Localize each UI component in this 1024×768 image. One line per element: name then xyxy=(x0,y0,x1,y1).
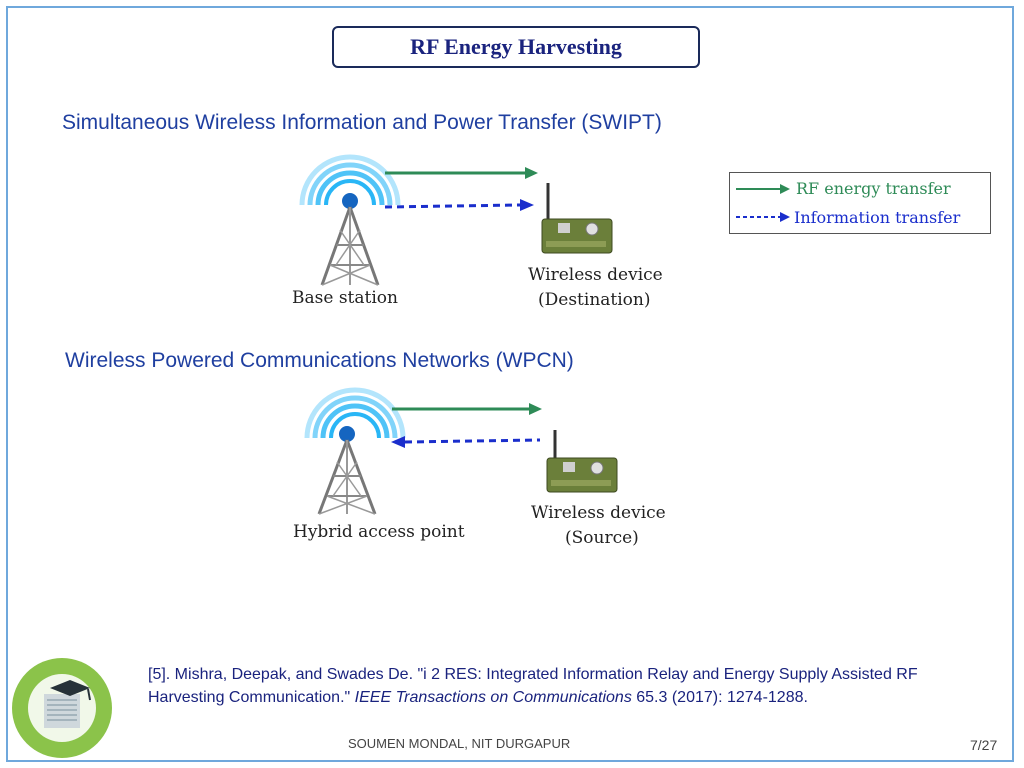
wireless-device-icon xyxy=(546,430,618,493)
slide-footer: SOUMEN MONDAL, NIT DURGAPUR xyxy=(348,736,571,751)
reference-text-1: [5]. Mishra, Deepak, and Swades De. "i 2… xyxy=(148,666,918,706)
rf-energy-arrow xyxy=(392,403,542,415)
page-number: 7/27 xyxy=(970,737,998,753)
legend-info-label: Information transfer xyxy=(794,208,961,227)
legend-info-arrow xyxy=(736,212,790,222)
swipt-diagram: Base station Wireless device (Destinatio… xyxy=(292,154,663,310)
wpcn-device-label-1: Wireless device xyxy=(531,503,666,523)
swipt-device-label-1: Wireless device xyxy=(528,265,663,285)
slide-title: RF Energy Harvesting xyxy=(332,26,700,68)
wireless-device-icon xyxy=(541,183,613,254)
tower-icon xyxy=(299,154,401,286)
reference-text-2: 65.3 (2017): 1274-1288. xyxy=(631,689,808,706)
swipt-device-label-2: (Destination) xyxy=(538,290,650,310)
rf-energy-arrow xyxy=(385,167,538,179)
wpcn-tower-label: Hybrid access point xyxy=(293,522,465,542)
wpcn-diagram: Hybrid access point Wireless device (Sou… xyxy=(293,387,666,548)
swipt-heading: Simultaneous Wireless Information and Po… xyxy=(62,111,662,134)
tower-icon xyxy=(304,387,406,515)
slide-frame xyxy=(6,6,1014,762)
information-arrow xyxy=(384,199,534,211)
swipt-tower-label: Base station xyxy=(292,288,398,308)
legend-rf-label: RF energy transfer xyxy=(796,179,951,198)
arrow-legend: RF energy transfer Information transfer xyxy=(729,172,991,234)
wpcn-device-label-2: (Source) xyxy=(565,528,639,548)
wpcn-heading: Wireless Powered Communications Networks… xyxy=(65,349,574,372)
reference-citation: [5]. Mishra, Deepak, and Swades De. "i 2… xyxy=(148,663,998,709)
legend-rf-arrow xyxy=(736,184,790,194)
university-logo xyxy=(12,658,112,758)
information-arrow-reverse xyxy=(391,436,541,448)
reference-journal: IEEE Transactions on Communications xyxy=(354,689,632,706)
